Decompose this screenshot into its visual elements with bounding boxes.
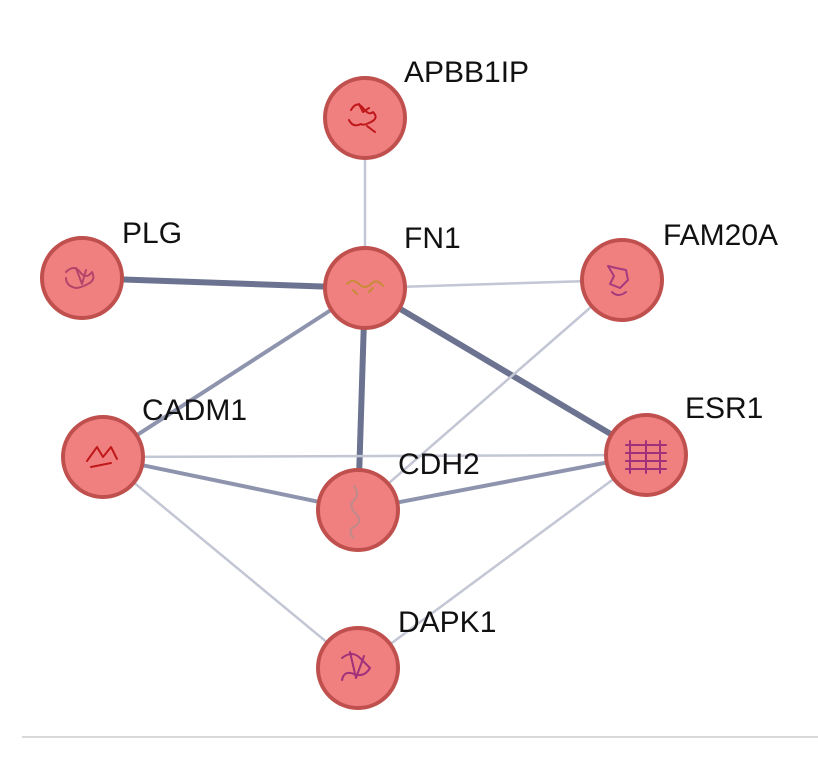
edge-fn1-cadm1	[101, 286, 367, 459]
node-circle	[40, 236, 124, 320]
node-circle	[323, 76, 407, 160]
edge-cadm1-esr1	[101, 453, 648, 459]
protein-structure-icon	[348, 103, 377, 133]
node-label: ESR1	[685, 392, 763, 425]
node-cadm1[interactable]: CADM1	[61, 394, 247, 499]
edge-plg-fn1	[79, 275, 368, 291]
node-circle	[580, 238, 664, 322]
node-esr1[interactable]: ESR1	[604, 392, 763, 497]
node-label: FN1	[404, 222, 461, 255]
edges-layer	[79, 116, 649, 670]
node-apbb1ip[interactable]: APBB1IP	[323, 56, 529, 160]
edge-fam20a-cdh2	[356, 278, 624, 512]
edge-cdh2-esr1	[356, 453, 648, 512]
edge-esr1-dapk1	[356, 453, 648, 670]
bottom-divider	[22, 736, 818, 738]
edge-fn1-fam20a	[363, 278, 624, 290]
node-label: CDH2	[398, 448, 480, 481]
node-plg[interactable]: PLG	[40, 217, 182, 320]
node-fam20a[interactable]: FAM20A	[580, 219, 778, 322]
node-label: DAPK1	[398, 606, 496, 639]
node-circle	[316, 626, 400, 710]
protein-structure-icon	[346, 280, 384, 295]
node-fn1[interactable]: FN1	[323, 222, 461, 330]
edge-fn1-esr1	[362, 285, 649, 458]
protein-structure-icon	[341, 651, 371, 681]
node-label: PLG	[122, 217, 182, 250]
edge-cadm1-dapk1	[101, 455, 360, 670]
node-label: FAM20A	[663, 219, 778, 252]
node-dapk1[interactable]: DAPK1	[316, 606, 496, 710]
protein-structure-icon	[86, 446, 118, 468]
protein-structure-icon	[65, 267, 95, 289]
edge-cadm1-cdh2	[101, 455, 360, 512]
node-label: CADM1	[142, 394, 247, 427]
protein-structure-icon	[625, 440, 667, 474]
node-circle	[316, 468, 400, 552]
node-cdh2[interactable]: CDH2	[316, 448, 480, 552]
protein-structure-icon	[349, 485, 361, 539]
protein-structure-icon	[607, 265, 629, 296]
node-label: APBB1IP	[404, 56, 529, 89]
